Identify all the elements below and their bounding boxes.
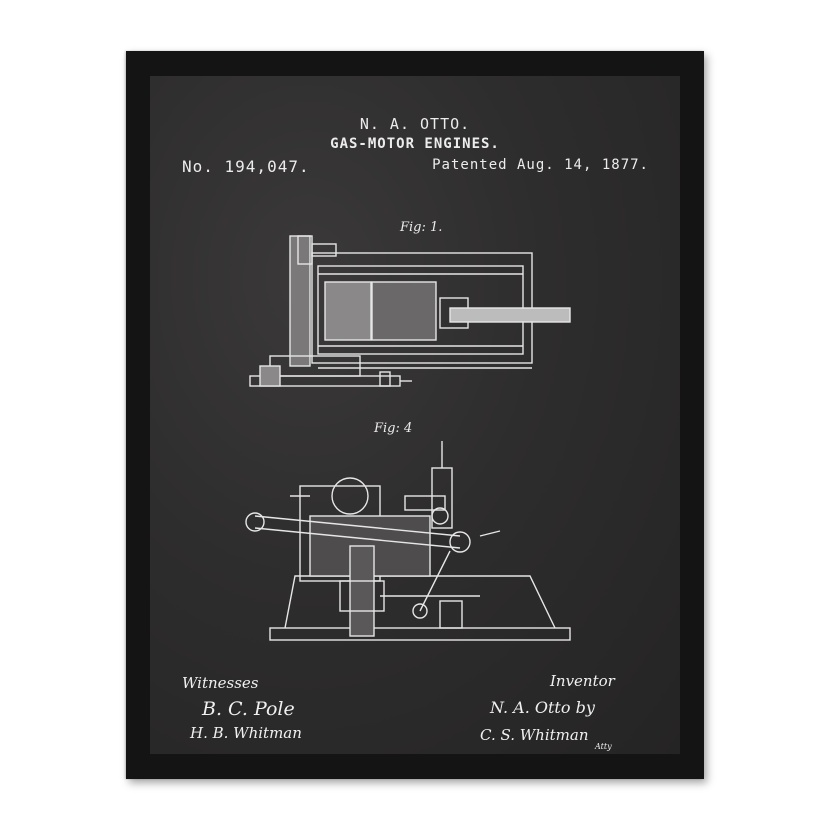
patent-title: GAS-MOTOR ENGINES. (330, 136, 500, 152)
inventor-signature: N. A. Otto by (490, 698, 595, 717)
fig4-engine-drawing (245, 441, 571, 641)
picture-frame: N. A. OTTO. GAS-MOTOR ENGINES. No. 194,0… (126, 51, 704, 779)
fig1-cylinder-drawing (249, 235, 571, 387)
attorney-note: Atty (595, 742, 612, 751)
patent-date: Patented Aug. 14, 1877. (432, 157, 649, 173)
patent-poster: N. A. OTTO. GAS-MOTOR ENGINES. No. 194,0… (150, 76, 680, 754)
witness-signature-2: H. B. Whitman (190, 724, 302, 742)
fig1-label: Fig: 1. (400, 220, 443, 235)
attorney-signature: C. S. Whitman (480, 726, 589, 744)
witness-signature-1: B. C. Pole (202, 698, 295, 720)
engine-drawing (245, 235, 571, 641)
inventor-name: N. A. OTTO. (359, 115, 471, 133)
witnesses-label: Witnesses (182, 674, 259, 692)
inventor-label: Inventor (550, 672, 615, 690)
patent-number: No. 194,047. (182, 157, 310, 176)
fig4-label: Fig: 4 (374, 421, 413, 436)
